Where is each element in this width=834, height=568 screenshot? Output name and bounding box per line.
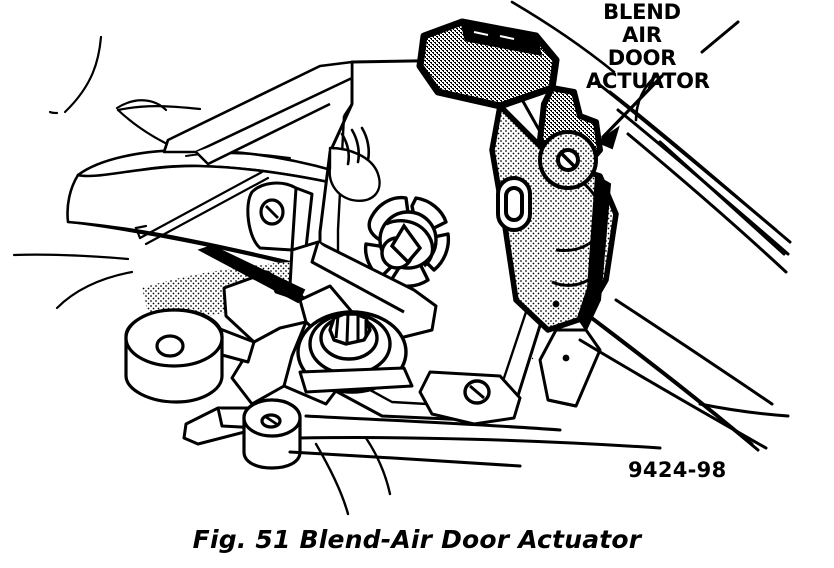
actuator-connector xyxy=(473,31,515,40)
body-rivet xyxy=(552,300,560,308)
actuator-screw-boss xyxy=(538,130,598,190)
figure-number: 9424-98 xyxy=(628,458,727,482)
callout-leader-line xyxy=(595,74,664,150)
rosette-clip-center xyxy=(378,210,438,270)
actuator-housing xyxy=(416,18,560,110)
hook-accent-lines xyxy=(340,126,371,166)
bottom-panel-curves xyxy=(314,436,392,516)
upper-slant-arm-lines xyxy=(134,170,270,246)
actuator-strut-lower xyxy=(538,328,602,408)
mounting-flange-hole xyxy=(463,379,491,405)
upper-slant-arm xyxy=(162,60,354,166)
actuator-slot-opening xyxy=(496,176,532,232)
bushing-grommet xyxy=(124,308,224,404)
linkage-arm xyxy=(288,240,438,340)
lower-cowl-contour xyxy=(12,253,134,310)
callout-line-2: AIR DOOR xyxy=(607,23,677,70)
right-lower-structure xyxy=(578,298,790,450)
callout-line-3: ACTUATOR xyxy=(586,69,710,93)
bracket-dark-rod xyxy=(197,244,306,304)
knurl-teeth xyxy=(334,313,368,343)
linkage-tab-oval-hole xyxy=(259,198,285,226)
bottom-panel-edges xyxy=(288,414,662,468)
strut-rivet xyxy=(562,354,570,362)
leader-tick-mark xyxy=(700,20,740,54)
callout-line-1: BLEND xyxy=(603,0,681,24)
figure-caption: Fig. 51 Blend-Air Door Actuator xyxy=(192,525,642,554)
knurled-nut-base xyxy=(298,366,414,394)
pivot-post xyxy=(242,398,302,470)
